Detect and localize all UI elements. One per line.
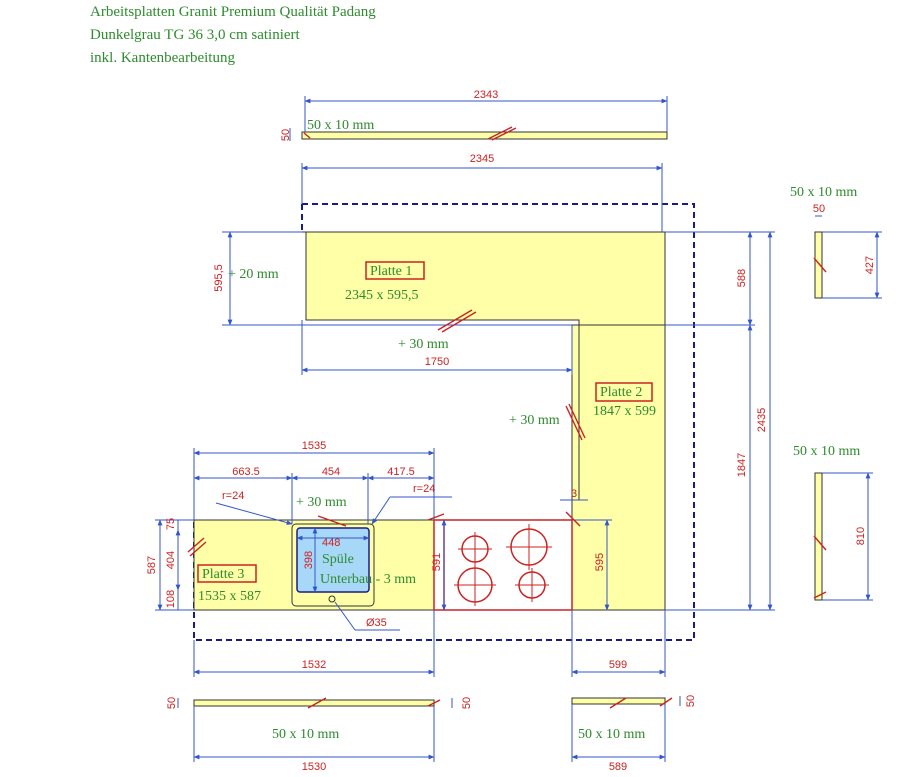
dim-sink-height: 398 — [303, 551, 315, 569]
hob-burners — [454, 524, 552, 606]
dim-strip-top-height: 50 — [280, 129, 292, 141]
title-line-1: Arbeitsplatten Granit Premium Qualität P… — [90, 4, 376, 20]
dim-427: 427 — [864, 256, 876, 274]
plate-1-title: Platte 1 — [370, 264, 412, 279]
dim-810: 810 — [855, 527, 867, 545]
strip-bottom-right — [571, 697, 666, 705]
dim-1847: 1847 — [736, 453, 748, 477]
dim-663-5: 663.5 — [232, 466, 260, 478]
dim-108: 108 — [165, 590, 177, 608]
dim-588: 588 — [736, 269, 748, 287]
dim-2343: 2343 — [474, 89, 498, 101]
plate-2-title: Platte 2 — [600, 385, 642, 400]
dim-sink-width: 448 — [322, 537, 340, 549]
dim-strip-right-upper-width: 50 — [813, 203, 825, 215]
dim-strip-br-right: 50 — [685, 695, 697, 707]
edge-marks — [187, 126, 827, 709]
annotation-plus30-sink: + 30 mm — [296, 495, 347, 510]
sink-label: Spüle — [322, 552, 354, 567]
plate-3-title: Platte 3 — [202, 567, 244, 582]
plate-2 — [571, 324, 666, 611]
dim-589: 589 — [609, 761, 627, 773]
annotation-plus30-top: + 30 mm — [398, 337, 449, 352]
dim-75: 75 — [165, 518, 177, 530]
overall-outline — [193, 203, 695, 641]
plate-1-size: 2345 x 595,5 — [345, 288, 419, 303]
dim-587: 587 — [146, 556, 158, 574]
radius-left: r=24 — [222, 490, 244, 502]
dim-417-5: 417.5 — [387, 466, 415, 478]
strip-top-label: 50 x 10 mm — [307, 118, 374, 133]
dim-1750: 1750 — [425, 356, 449, 368]
dim-599: 599 — [609, 659, 627, 671]
sink-mount-label: Unterbau - 3 mm — [320, 572, 416, 587]
dim-strip-bl-right: 50 — [461, 697, 473, 709]
dim-2345: 2345 — [470, 153, 494, 165]
dim-591: 591 — [431, 553, 443, 571]
strip-bottom-right-label: 50 x 10 mm — [578, 727, 645, 742]
radius-right: r=24 — [413, 483, 435, 495]
strip-bottom-left-label: 50 x 10 mm — [272, 727, 339, 742]
dim-2435: 2435 — [756, 408, 768, 432]
dim-strip-bl-left: 50 — [166, 697, 178, 709]
plate-1 — [302, 231, 666, 326]
dim-404: 404 — [165, 551, 177, 569]
hob-area — [433, 519, 573, 611]
annotation-plus20: + 20 mm — [228, 267, 279, 282]
strip-right-lower — [814, 472, 823, 601]
dim-1535: 1535 — [302, 440, 326, 452]
dim-small-tick: 3 — [571, 488, 577, 500]
strip-right-lower-label: 50 x 10 mm — [793, 444, 860, 459]
strip-top — [301, 131, 668, 140]
dim-595: 595 — [594, 553, 606, 571]
strip-right-upper — [814, 231, 823, 299]
dim-454: 454 — [322, 466, 340, 478]
annotation-plus30-side: + 30 mm — [509, 413, 560, 428]
plate-2-size: 1847 x 599 — [593, 404, 656, 419]
dim-595-5: 595,5 — [213, 264, 225, 292]
title-line-2: Dunkelgrau TG 36 3,0 cm satiniert — [90, 27, 300, 43]
dim-1530: 1530 — [302, 761, 326, 773]
plate-3-size: 1535 x 587 — [198, 589, 261, 604]
dim-hole: Ø35 — [366, 617, 387, 629]
sink — [291, 523, 375, 607]
title-line-3: inkl. Kantenbearbeitung — [90, 50, 235, 66]
dim-1532: 1532 — [302, 659, 326, 671]
strip-right-upper-label: 50 x 10 mm — [790, 185, 857, 200]
